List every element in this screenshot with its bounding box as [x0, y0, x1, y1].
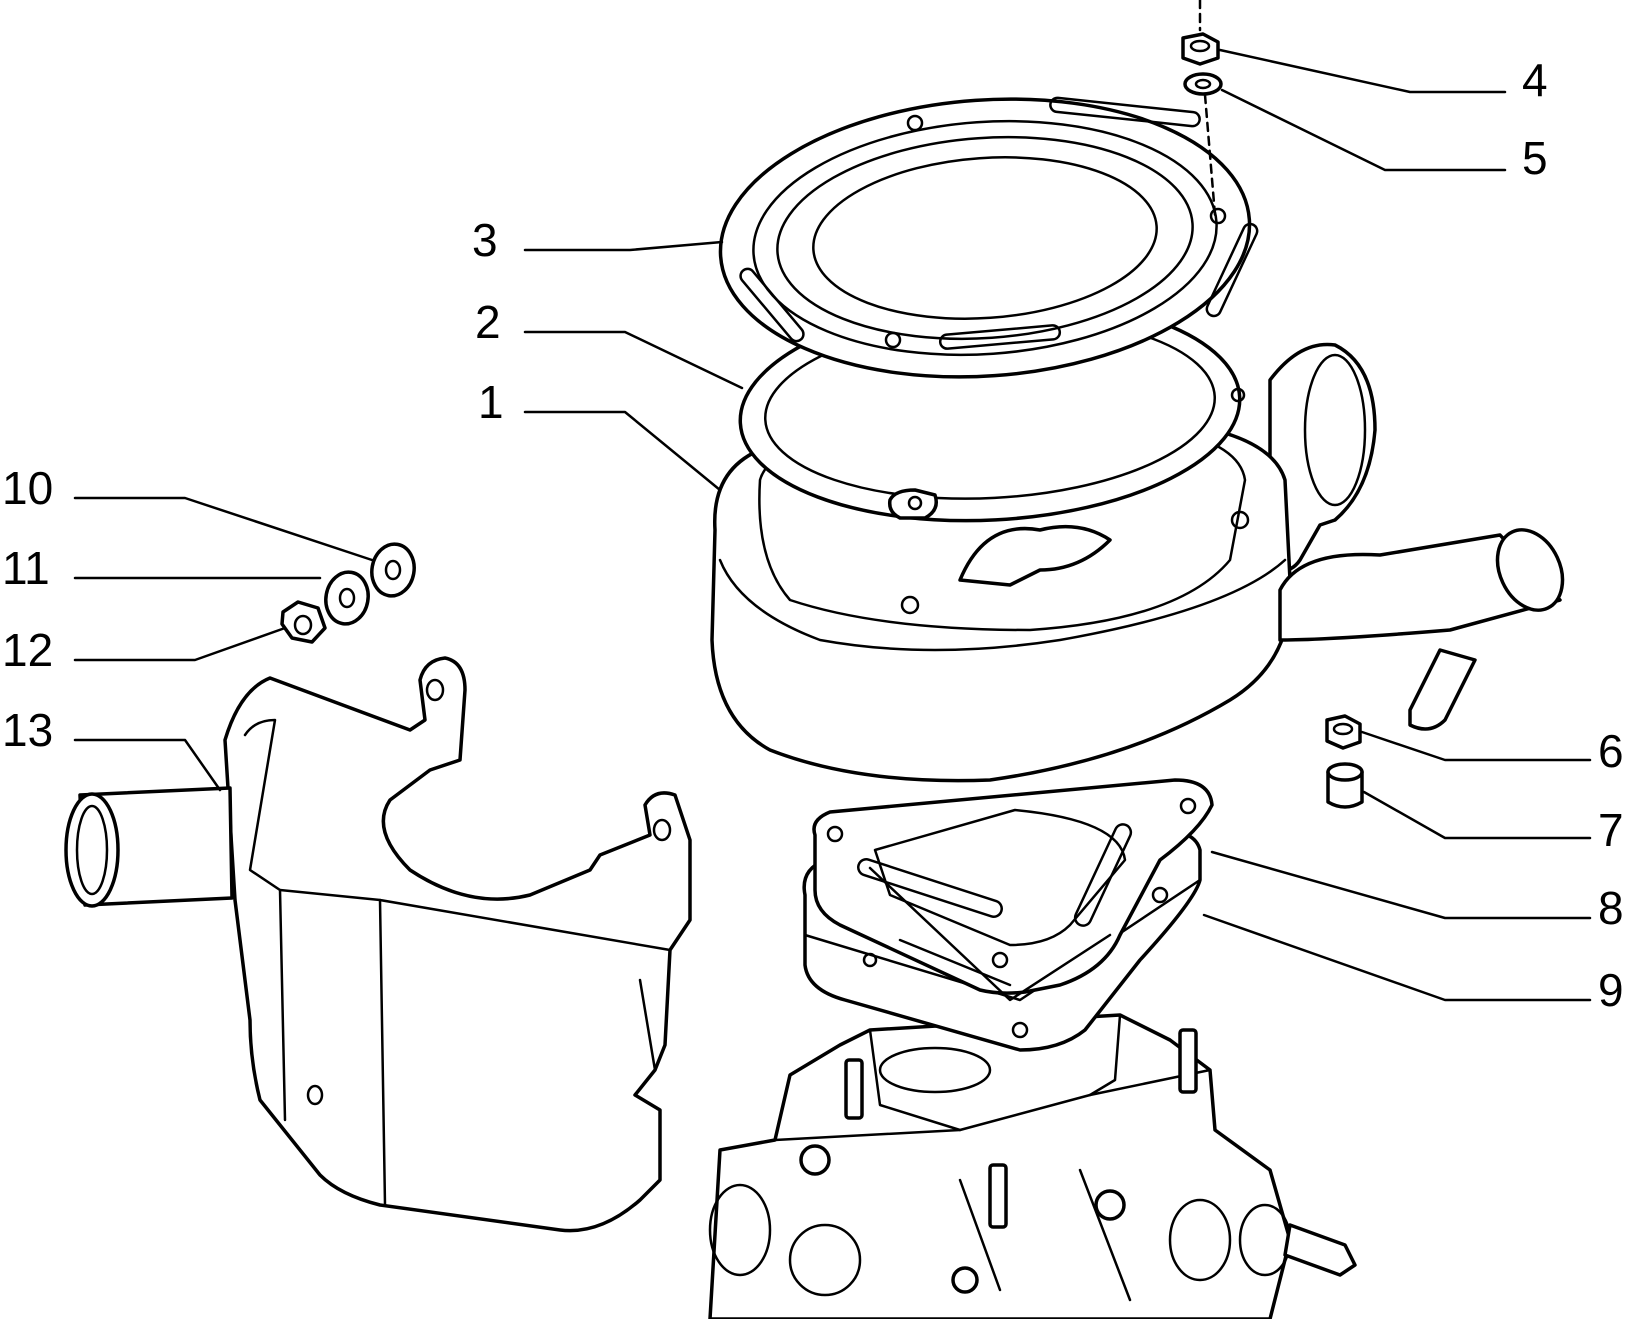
- callout-6: 6: [1598, 725, 1624, 777]
- part-1-outlet-tube: [1278, 528, 1565, 731]
- leader-7: [1362, 790, 1592, 840]
- callout-2: 2: [475, 296, 501, 348]
- leader-9: [1202, 913, 1592, 1002]
- part-3-cover-plate: [718, 96, 1259, 379]
- callout-7: 7: [1598, 804, 1624, 856]
- part-11-washer: [324, 570, 370, 626]
- part-4-nut: [1181, 32, 1220, 66]
- leader-4: [1218, 48, 1507, 94]
- part-8-upper-gasket: [812, 778, 1214, 1039]
- leader-6: [1360, 730, 1592, 762]
- callout-9: 9: [1598, 964, 1624, 1016]
- carburetor-body: [708, 1013, 1357, 1319]
- part-6-nut: [1325, 714, 1362, 750]
- part-10-washer: [370, 542, 416, 598]
- leader-13: [73, 738, 222, 792]
- leader-8: [1210, 850, 1592, 920]
- leader-lines: [73, 48, 1592, 1002]
- callout-10: 10: [2, 462, 53, 514]
- part-7-spacer: [1326, 762, 1364, 809]
- leader-5: [1220, 88, 1507, 172]
- leader-10: [73, 496, 374, 562]
- callout-12: 12: [2, 624, 53, 676]
- carburetor-stud: [844, 1028, 1198, 1229]
- part-13-intake-shroud: [64, 656, 692, 1233]
- callout-labels: 1 2 3 4 5 6 7 8 9 10 11 12 13: [2, 54, 1624, 1016]
- callout-1: 1: [478, 376, 504, 428]
- callout-5: 5: [1522, 132, 1548, 184]
- part-12-nut: [280, 600, 327, 644]
- callout-3: 3: [472, 214, 498, 266]
- callout-11: 11: [2, 542, 50, 594]
- leader-12: [73, 626, 287, 662]
- callout-13: 13: [2, 704, 53, 756]
- callout-8: 8: [1598, 882, 1624, 934]
- leader-2: [523, 330, 744, 390]
- part-5-washer: [1183, 72, 1223, 96]
- assembly-axis-line: [1198, 0, 1217, 217]
- leader-3: [523, 240, 724, 252]
- leader-1: [523, 410, 722, 492]
- callout-4: 4: [1522, 54, 1548, 106]
